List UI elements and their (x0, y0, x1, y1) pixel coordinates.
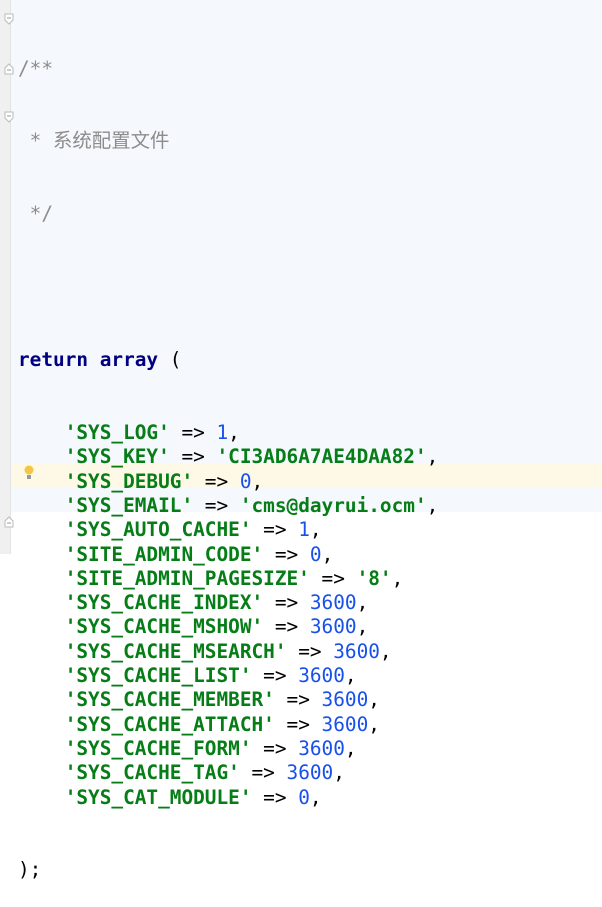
entry-value: 1 (216, 421, 229, 445)
entry-key: 'SYS_EMAIL' (64, 493, 194, 517)
array-entry: 'SYS_KEY' => 'CI3AD6A7AE4DAA82', (18, 445, 439, 469)
fold-end-icon[interactable] (4, 63, 14, 75)
entry-value: 0 (239, 469, 252, 493)
entry-key: 'SYS_CACHE_MSHOW' (64, 615, 264, 639)
code-editor[interactable]: /** * 系统配置文件 */ return array ( 'SYS_LOG'… (18, 8, 438, 907)
open-paren: ( (158, 348, 182, 372)
array-entry: 'SITE_ADMIN_PAGESIZE' => '8', (18, 567, 438, 591)
entry-key: 'SYS_AUTO_CACHE' (64, 518, 252, 542)
arrow: => (263, 615, 310, 639)
entry-key: 'SYS_CACHE_INDEX' (64, 591, 264, 615)
entry-key: 'SYS_CACHE_FORM' (64, 736, 252, 760)
comma: , (251, 469, 264, 493)
array-entry: 'SYS_CAT_MODULE' => 0, (18, 786, 438, 810)
comma: , (333, 761, 345, 785)
array-entry: 'SITE_ADMIN_CODE' => 0, (18, 543, 438, 567)
entry-key: 'SYS_CACHE_ATTACH' (64, 712, 275, 736)
entry-key: 'SYS_KEY' (64, 445, 170, 469)
entry-value: 3600 (333, 639, 380, 663)
comma: , (426, 445, 439, 469)
entry-value: 3600 (321, 688, 369, 712)
array-entry: 'SYS_DEBUG' => 0, (18, 470, 438, 494)
lightbulb-icon[interactable] (24, 465, 34, 481)
close-line: ); (18, 858, 42, 882)
arrow: => (274, 712, 322, 736)
array-entry: 'SYS_CACHE_INDEX' => 3600, (18, 591, 438, 615)
editor-gutter (0, 0, 11, 554)
array-entry: 'SYS_EMAIL' => 'cms@dayrui.ocm', (18, 493, 439, 518)
comma: , (228, 421, 240, 445)
blank-line (18, 275, 438, 299)
array-entry: 'SYS_CACHE_ATTACH' => 3600, (18, 713, 438, 737)
comment-text: * 系统配置文件 (18, 129, 170, 153)
entry-value: 'CI3AD6A7AE4DAA82' (216, 445, 427, 469)
arrow: => (251, 785, 299, 809)
comma: , (309, 518, 322, 542)
current-line-highlight (11, 463, 602, 488)
arrow: => (193, 493, 240, 517)
comma: , (344, 664, 357, 688)
entry-key: 'SYS_LOG' (64, 421, 170, 445)
array-entry: 'SYS_LOG' => 1, (18, 421, 438, 445)
return-line: return array ( (18, 348, 438, 372)
entry-key: 'SYS_CACHE_MEMBER' (64, 688, 275, 712)
comment-open: /** (18, 56, 54, 80)
array-entry: 'SYS_CACHE_MEMBER' => 3600, (18, 688, 438, 712)
entry-key: 'SITE_ADMIN_PAGESIZE' (64, 566, 310, 590)
arrow: => (193, 469, 240, 493)
code-background (11, 0, 602, 512)
arrow: => (169, 421, 217, 445)
comma: , (368, 712, 380, 736)
entry-value: 3600 (286, 761, 334, 785)
entry-key: 'SYS_DEBUG' (64, 469, 194, 493)
entry-value: 0 (309, 542, 322, 566)
entry-value: 'cms@dayrui.ocm' (239, 493, 427, 517)
comma: , (344, 736, 357, 760)
comma: , (426, 493, 439, 517)
entry-value: 3600 (298, 664, 345, 688)
arrow: => (263, 591, 310, 615)
entry-key: 'SYS_CACHE_MSEARCH' (64, 639, 287, 663)
entry-value: 0 (298, 785, 310, 809)
arrow: => (251, 518, 299, 542)
array-entry: 'SYS_CACHE_MSEARCH' => 3600, (18, 640, 438, 664)
comma: , (379, 639, 392, 663)
entry-value: 3600 (309, 591, 357, 615)
entry-value: 3600 (298, 736, 345, 760)
entry-value: '8' (356, 566, 392, 590)
arrow: => (251, 664, 299, 688)
array-entry: 'SYS_CACHE_FORM' => 3600, (18, 737, 438, 761)
arrow: => (309, 566, 357, 590)
entry-key: 'SITE_ADMIN_CODE' (64, 542, 264, 566)
arrow: => (251, 736, 299, 760)
array-entry: 'SYS_CACHE_LIST' => 3600, (18, 664, 438, 688)
return-keyword: return array (18, 348, 159, 372)
arrow: => (274, 688, 322, 712)
entry-value: 3600 (321, 712, 369, 736)
entry-value: 1 (298, 518, 310, 542)
entry-key: 'SYS_CACHE_TAG' (64, 761, 240, 785)
arrow: => (286, 639, 334, 663)
arrow: => (169, 445, 217, 469)
fold-end-icon[interactable] (4, 516, 14, 528)
comma: , (321, 542, 334, 566)
array-entry: 'SYS_AUTO_CACHE' => 1, (18, 518, 438, 542)
comma: , (356, 615, 369, 639)
arrow: => (263, 542, 310, 566)
comment-close: */ (18, 202, 54, 226)
comma: , (356, 591, 369, 615)
comma: , (391, 566, 404, 590)
fold-icon[interactable] (4, 111, 14, 123)
fold-icon[interactable] (4, 13, 14, 25)
comma: , (309, 785, 322, 809)
entry-key: 'SYS_CACHE_LIST' (64, 664, 252, 688)
comma: , (368, 688, 380, 712)
entry-key: 'SYS_CAT_MODULE' (64, 785, 252, 809)
array-entry: 'SYS_CACHE_TAG' => 3600, (18, 761, 438, 785)
entry-value: 3600 (309, 615, 357, 639)
array-entry: 'SYS_CACHE_MSHOW' => 3600, (18, 615, 438, 639)
arrow: => (239, 761, 287, 785)
